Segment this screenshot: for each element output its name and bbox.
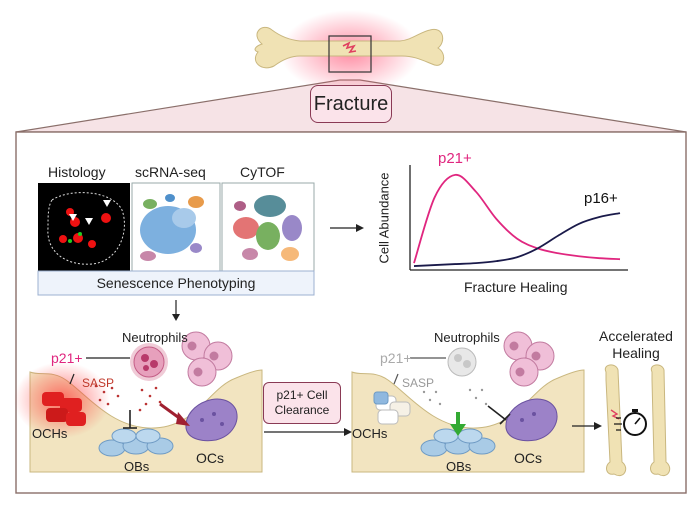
stopwatch-icon [614,409,647,436]
och-cells-senescent [42,392,86,426]
oc-cell-right [505,398,558,442]
p21-label-right: p21+ [380,350,412,366]
y-axis-label: Cell Abundance [376,172,392,264]
neutrophil-inactive [447,347,477,377]
tsne-plot [233,195,302,261]
sasp-dots [94,384,162,412]
series-line-0 [413,173,621,264]
ochs-label-right: OCHs [352,426,388,441]
fracture-title: Fracture [313,92,389,115]
bone-illustration [254,10,445,94]
left-bone-scene [14,331,263,473]
neutrophils-label-right: Neutrophils [434,330,500,345]
sasp-label-right: SASP [402,376,435,390]
p21-label: p21+ [51,350,83,366]
outcome-label: Accelerated Healing [586,328,686,362]
neutrophil-cluster [181,331,233,387]
obs-label: OBs [124,459,150,474]
ob-cells [98,428,174,457]
histology-image [47,192,125,265]
scrnaseq-label: scRNA-seq [135,164,206,180]
senescence-phenotyping-label: Senescence Phenotyping [96,275,256,291]
x-axis-label: Fracture Healing [464,279,568,295]
ocs-label: OCs [196,450,224,466]
fracture-zoom-box [328,35,372,73]
ochs-label: OCHs [32,426,68,441]
treatment-line-1: p21+ Cell [276,388,328,402]
chart-lines [413,173,621,267]
neutrophils-label: Neutrophils [122,330,188,345]
umap-plot [140,194,204,261]
outcome-line-1: Accelerated [599,328,673,344]
chart-axes [409,165,628,271]
healed-bones [604,364,671,476]
ocs-label-right: OCs [514,450,542,466]
neutrophil-cluster-right [503,331,555,387]
obs-label-right: OBs [446,459,472,474]
och-cells-cleared [373,391,411,425]
right-bone-scene [351,331,585,473]
series-label-p21: p21+ [438,150,472,167]
fracture-label-box: Fracture [310,85,392,123]
outcome-line-2: Healing [612,345,660,361]
series-label-p16: p16+ [584,190,618,207]
ob-cells-right [420,428,496,457]
treatment-line-2: Clearance [274,403,330,417]
histology-label: Histology [48,164,106,180]
cytof-label: CyTOF [240,164,285,180]
sasp-dots-faint [422,388,488,406]
treatment-box: p21+ Cell Clearance [263,382,341,424]
oc-cell [185,398,238,442]
sasp-label: SASP [82,376,115,390]
series-line-1 [413,212,621,267]
neutrophil-active [130,343,168,381]
